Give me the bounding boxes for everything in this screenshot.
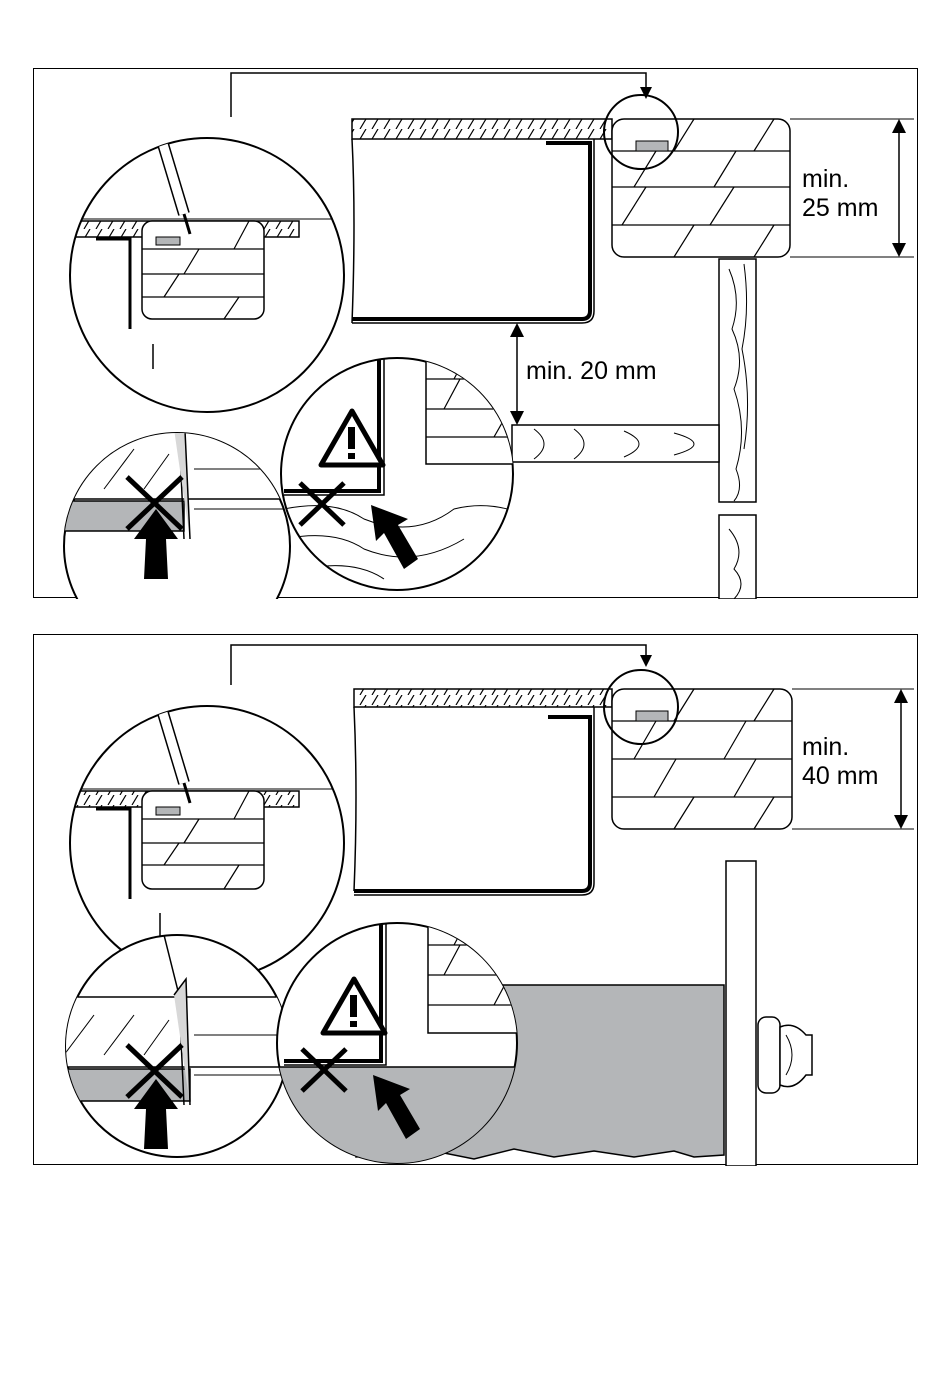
leader-arrowhead [640, 655, 652, 667]
magnifier-caulking [44, 665, 344, 980]
diagram-panel-min-25mm: min. 25 mm min. 20 mm [33, 68, 918, 598]
sealant-strip [636, 711, 668, 721]
sealant-strip [636, 141, 668, 151]
countertop-section [352, 119, 612, 323]
dimension-line2: 40 mm [802, 762, 878, 790]
installation-diagram-bottom [34, 635, 919, 1166]
magnifier-wrong-seal-2 [281, 349, 534, 590]
drawer-front [726, 861, 756, 1166]
dimension-line1: min. [802, 165, 849, 193]
dimension-label-thickness: min. 40 mm [802, 733, 878, 791]
leader-line [231, 73, 646, 117]
magnifier-caulking [44, 96, 344, 412]
diagram-panel-min-40mm: min. 40 mm [33, 634, 918, 1165]
leader-arrowhead [640, 87, 652, 99]
dimension-line2: 25 mm [802, 194, 878, 222]
worktop-block [612, 689, 792, 829]
wood-frame [512, 259, 756, 599]
dimension-label-gap: min. 20 mm [526, 357, 657, 386]
dimension-line1: min. [802, 733, 849, 761]
leader-line [231, 645, 646, 685]
magnifier-wrong-seal-1 [44, 935, 294, 1157]
appliance-body [352, 143, 590, 319]
knob-icon [758, 1017, 812, 1093]
worktop-block [612, 119, 790, 257]
dimension-label-thickness: min. 25 mm [802, 165, 878, 223]
installation-diagram-top [34, 69, 919, 599]
